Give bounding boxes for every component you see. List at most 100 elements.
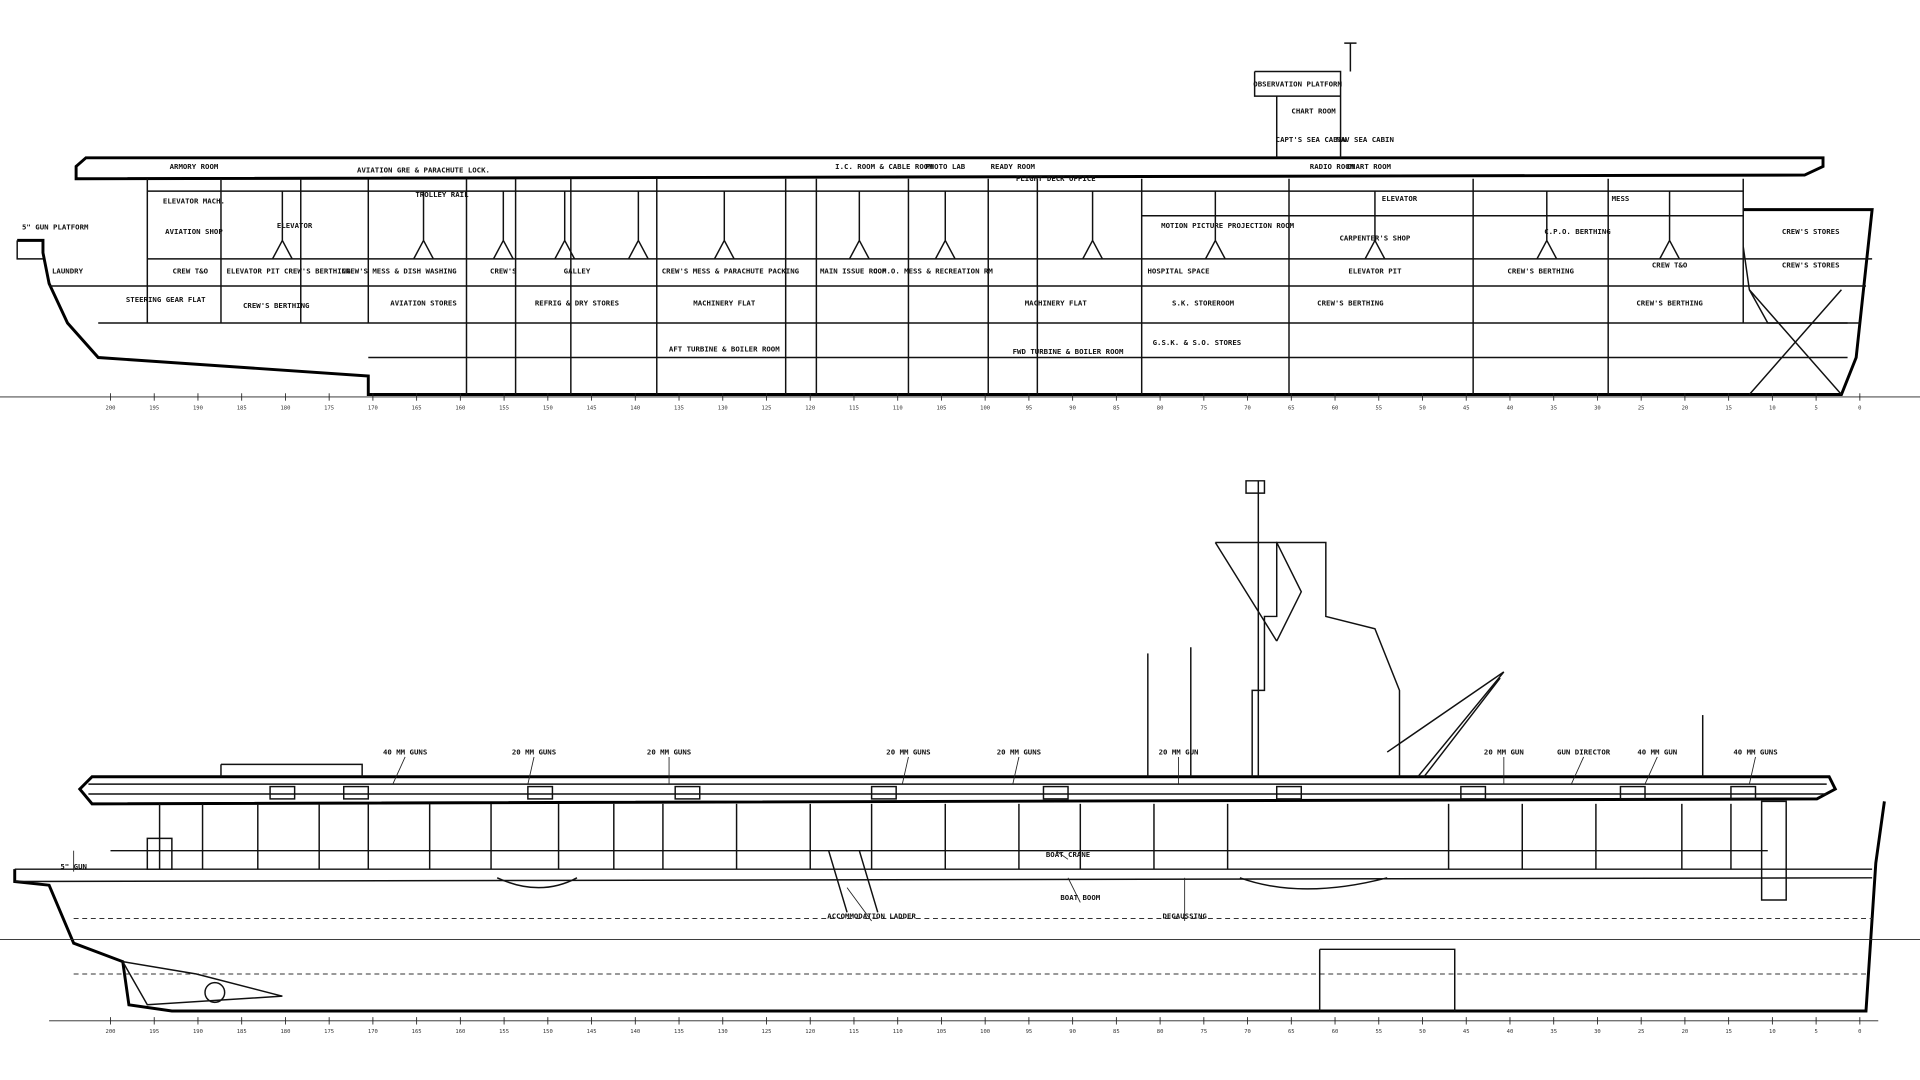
frame-number: 90 bbox=[1069, 405, 1076, 411]
room-label: CREW'S STORES bbox=[1782, 261, 1840, 270]
frame-number: 35 bbox=[1550, 405, 1557, 411]
frame-number: 160 bbox=[455, 405, 465, 411]
frame-number: 55 bbox=[1375, 405, 1382, 411]
callout-label: 40 MM GUNS bbox=[1733, 748, 1777, 757]
room-label: MOTION PICTURE PROJECTION ROOM bbox=[1161, 221, 1294, 230]
frame-number: 15 bbox=[1725, 405, 1732, 411]
frame-number: 95 bbox=[1026, 1029, 1033, 1035]
boat bbox=[496, 877, 578, 889]
boat bbox=[1239, 877, 1388, 890]
frame-number: 35 bbox=[1550, 1029, 1557, 1035]
frame-number: 190 bbox=[193, 1029, 203, 1035]
callout-label: 40 MM GUNS bbox=[383, 748, 427, 757]
frame-number: 40 bbox=[1507, 1029, 1514, 1035]
hangar-stanchion bbox=[627, 191, 649, 260]
leader-line bbox=[1644, 756, 1658, 785]
room-label: REFRIG & DRY STORES bbox=[535, 299, 619, 308]
leader-line bbox=[1067, 877, 1081, 903]
hangar-stanchion bbox=[1364, 191, 1386, 260]
frame-number: 55 bbox=[1375, 1029, 1382, 1035]
frame-number: 140 bbox=[630, 1029, 640, 1035]
room-label: ELEVATOR bbox=[277, 221, 313, 230]
frame-number: 95 bbox=[1026, 405, 1033, 411]
gun-tub bbox=[342, 785, 370, 800]
frame-number: 5 bbox=[1814, 405, 1817, 411]
frame-number: 70 bbox=[1244, 1029, 1251, 1035]
room-label: C.P.O. BERTHING bbox=[1544, 227, 1611, 236]
callout-label: 20 MM GUN bbox=[1159, 748, 1199, 757]
hangar-stanchion bbox=[554, 191, 576, 260]
room-label: AVIATION GRE & PARACHUTE LOCK. bbox=[357, 166, 490, 175]
frame-number: 0 bbox=[1858, 1029, 1861, 1035]
gun-tub bbox=[1619, 785, 1646, 800]
hangar-stanchion bbox=[271, 191, 293, 260]
hangar-stanchion bbox=[713, 191, 735, 260]
island-bottom bbox=[1251, 541, 1401, 777]
frame-number: 10 bbox=[1769, 1029, 1776, 1035]
frame-number: 130 bbox=[718, 405, 728, 411]
frame-number: 110 bbox=[893, 405, 903, 411]
hangar-stanchion bbox=[934, 191, 956, 260]
callout-label: 40 MM GUN bbox=[1637, 748, 1677, 757]
room-label: C.P.O. MESS & RECREATION RM bbox=[873, 267, 993, 276]
frame-number: 165 bbox=[412, 405, 422, 411]
mast bbox=[1245, 480, 1266, 777]
frame-number: 30 bbox=[1594, 405, 1601, 411]
frame-number: 85 bbox=[1113, 405, 1120, 411]
frame-number: 180 bbox=[280, 1029, 290, 1035]
frame-number: 200 bbox=[106, 405, 116, 411]
room-label: READY ROOM bbox=[991, 162, 1036, 171]
gun-tub bbox=[870, 785, 897, 800]
frame-number: 25 bbox=[1638, 405, 1645, 411]
leader-line bbox=[392, 756, 406, 785]
frame-number: 200 bbox=[106, 1029, 116, 1035]
room-label: CREW'S STORES bbox=[1782, 227, 1840, 236]
frame-number: 25 bbox=[1638, 1029, 1645, 1035]
frame-number: 150 bbox=[543, 1029, 553, 1035]
room-label: CREW'S MESS & DISH WASHING bbox=[341, 267, 457, 276]
frame-number: 5 bbox=[1814, 1029, 1817, 1035]
room-label: ARMORY ROOM bbox=[170, 162, 219, 171]
leader-line bbox=[846, 887, 872, 922]
hangar-stanchion bbox=[1204, 191, 1226, 260]
frame-number: 40 bbox=[1507, 405, 1514, 411]
callout-label: BOAT BOOM bbox=[1060, 893, 1100, 902]
room-label: CAPT'S SEA CABIN bbox=[1276, 135, 1347, 144]
room-label: AVIATION SHOP bbox=[165, 227, 223, 236]
room-label: MACHINERY FLAT bbox=[693, 299, 756, 308]
frame-number: 160 bbox=[455, 1029, 465, 1035]
frame-number: 100 bbox=[980, 1029, 990, 1035]
frame-number: 115 bbox=[849, 1029, 859, 1035]
frame-number: 180 bbox=[280, 405, 290, 411]
room-label: CREW'S BERTHING bbox=[1507, 267, 1574, 276]
frame-number: 185 bbox=[237, 405, 247, 411]
room-label: S.K. STOREROOM bbox=[1172, 299, 1235, 308]
room-label: 5" GUN PLATFORM bbox=[22, 222, 89, 231]
frame-number: 140 bbox=[630, 405, 640, 411]
room-label: GALLEY bbox=[564, 267, 591, 276]
gun-tub bbox=[269, 785, 296, 800]
frame-number: 80 bbox=[1157, 1029, 1164, 1035]
frame-number: 175 bbox=[324, 405, 334, 411]
flight-deck-bottom bbox=[77, 775, 1838, 806]
frame-number: 60 bbox=[1332, 1029, 1339, 1035]
frame-number: 125 bbox=[762, 405, 772, 411]
callout-label: 20 MM GUNS bbox=[886, 748, 930, 757]
room-label: CREW'S BERTHING bbox=[243, 301, 310, 310]
room-label: CREW'S BERTHING bbox=[1636, 299, 1703, 308]
frame-number: 100 bbox=[980, 405, 990, 411]
room-label: CREW'S bbox=[490, 267, 517, 276]
frame-number: 155 bbox=[499, 405, 509, 411]
room-label: CHART ROOM bbox=[1347, 162, 1392, 171]
room-label: CREW'S BERTHING bbox=[1317, 299, 1384, 308]
hangar-stanchion bbox=[492, 191, 514, 260]
room-label: AVIATION STORES bbox=[390, 299, 456, 308]
leader-line bbox=[1012, 756, 1020, 785]
room-label: MACHINERY FLAT bbox=[1025, 299, 1088, 308]
frame-number: 130 bbox=[718, 1029, 728, 1035]
callout-label: 20 MM GUNS bbox=[647, 748, 691, 757]
frame-number: 135 bbox=[674, 1029, 684, 1035]
hull-outline-top bbox=[17, 208, 1874, 396]
